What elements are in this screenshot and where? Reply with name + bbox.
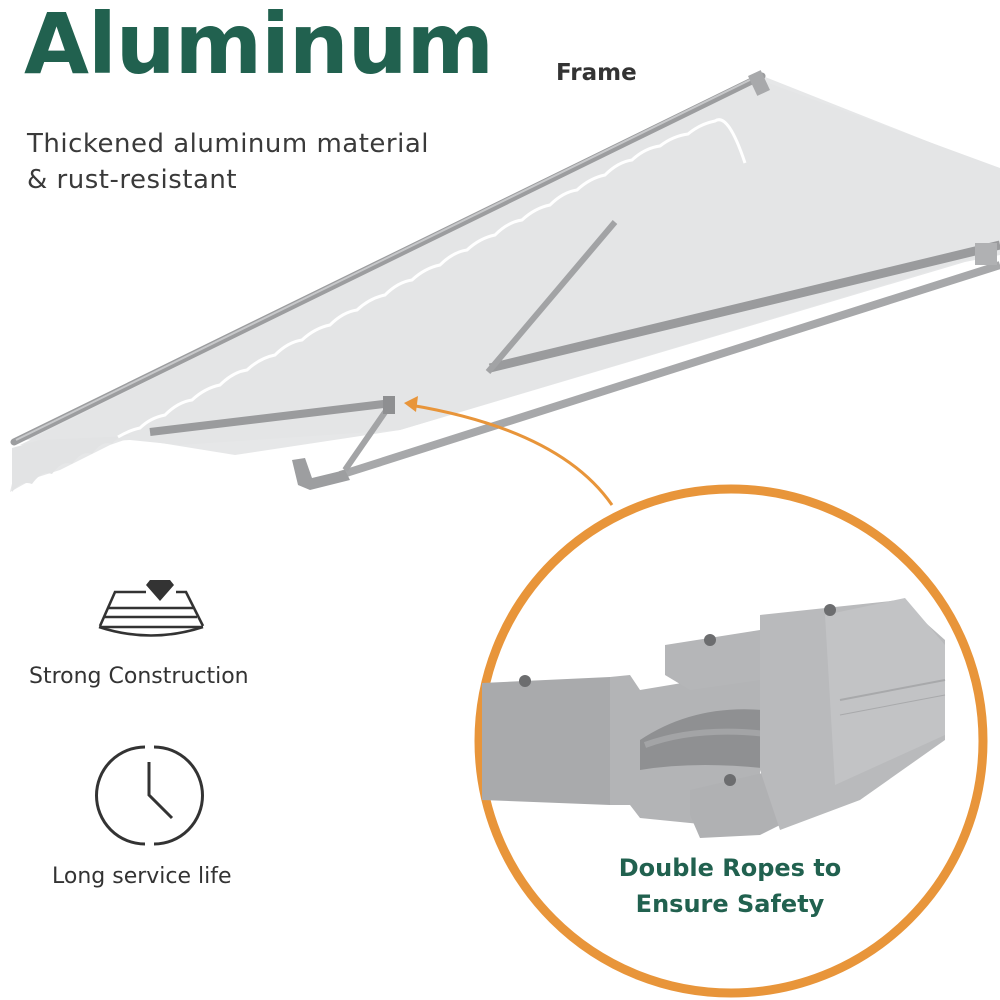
wall-bracket <box>292 458 350 490</box>
folding-arm-lower <box>338 261 1000 479</box>
folding-arm-left <box>149 399 393 436</box>
feature-label-strong-construction: Strong Construction <box>29 664 249 689</box>
callout-line-1: Double Ropes to <box>618 854 842 882</box>
page-title: Aluminum <box>24 0 494 93</box>
callout-line-2: Ensure Safety <box>635 890 825 918</box>
arrow-head-icon <box>404 396 418 412</box>
page-subtitle: Frame <box>556 60 637 86</box>
hinge-detail <box>482 598 946 838</box>
awning-valance <box>12 435 132 492</box>
description-line-1: Thickened aluminum material <box>27 129 430 159</box>
callout-caption: Double Ropes to Ensure Safety <box>560 850 900 922</box>
folding-arm-upper <box>488 240 1000 373</box>
description-line-2: & rust-resistant <box>27 165 238 195</box>
awning-fabric-main <box>20 78 1000 445</box>
description: Thickened aluminum material & rust-resis… <box>27 126 429 198</box>
feature-label-long-service-life: Long service life <box>52 864 232 889</box>
front-bar <box>10 72 766 446</box>
callout-arrow <box>409 403 614 506</box>
valance-edge-line <box>117 118 747 439</box>
